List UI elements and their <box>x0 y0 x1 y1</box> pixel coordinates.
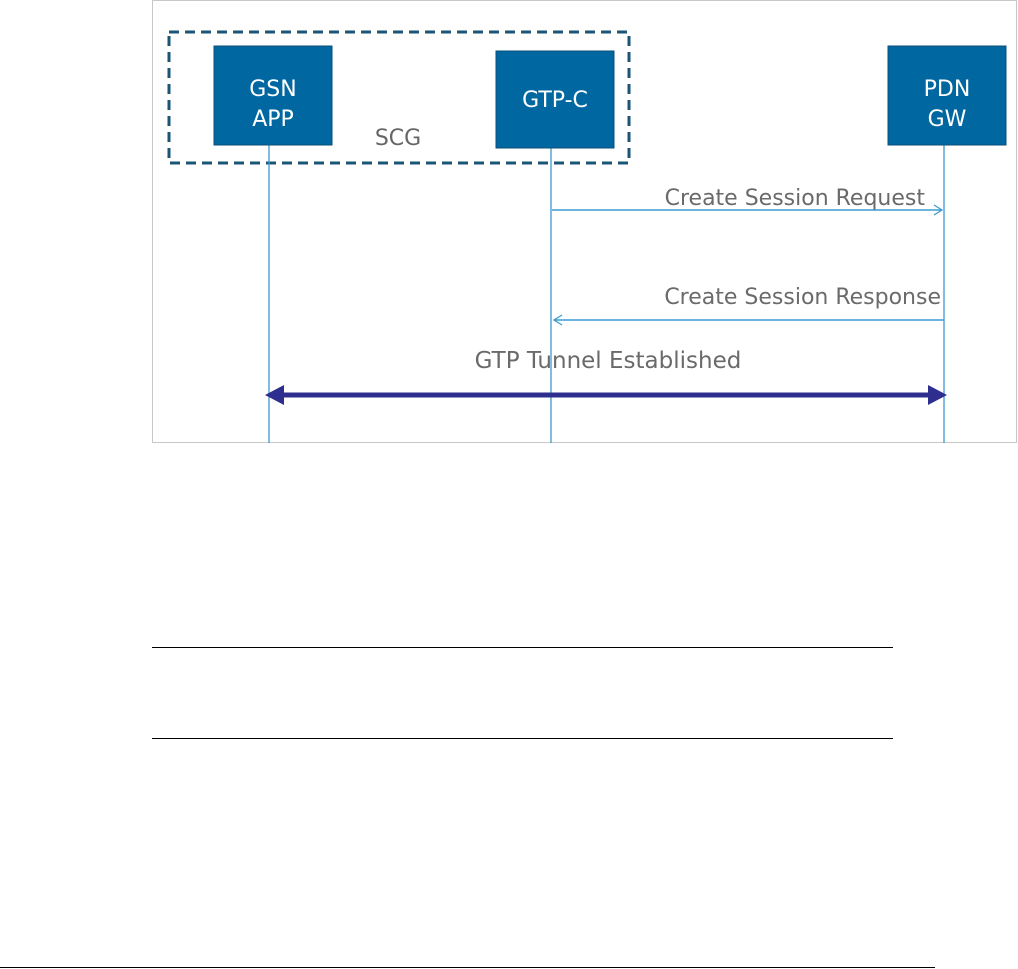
node-label: GSN <box>249 77 296 102</box>
create-session-request-label: Create Session Request <box>665 186 926 211</box>
table-bottom-rule <box>152 738 893 739</box>
scg-group-box <box>167 30 631 165</box>
node-label: APP <box>252 107 294 132</box>
create-session-response-label: Create Session Response <box>664 285 941 310</box>
scg-group-label: SCG <box>375 126 421 151</box>
node-label: GTP-C <box>522 88 588 113</box>
node-gsn-app: GSN APP <box>213 45 333 146</box>
gtp-tunnel-label: GTP Tunnel Established <box>475 348 742 374</box>
page-footer-rule <box>0 967 935 968</box>
gtp-tunnel-arrow <box>265 385 947 405</box>
table-top-rule <box>152 647 893 648</box>
node-pdn-gw: PDN GW <box>887 45 1007 146</box>
node-label: PDN <box>924 77 971 102</box>
node-label: GW <box>928 107 967 132</box>
node-gtp-c: GTP-C <box>495 50 615 149</box>
